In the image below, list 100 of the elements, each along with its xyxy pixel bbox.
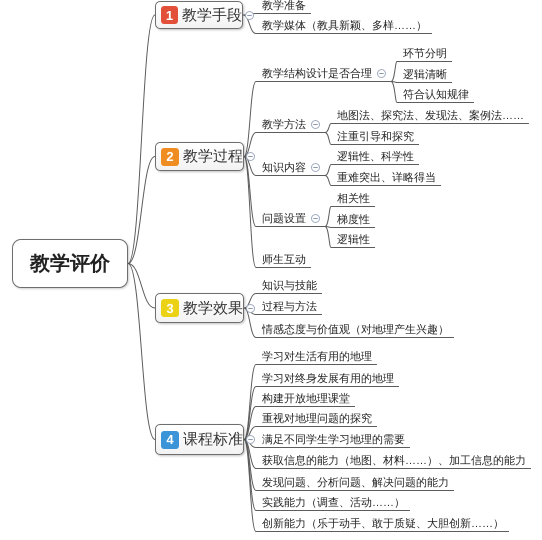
number-badge: 3 (161, 299, 179, 317)
branch-line (244, 439, 256, 469)
branch-title: 教学效果 (183, 300, 243, 316)
branch-line (244, 386, 256, 440)
branch-line (244, 156, 256, 227)
underlined-topic (331, 129, 419, 145)
underlined-topic (256, 371, 399, 387)
branch-line (244, 293, 256, 308)
topic-label: 教学结构设计是否合理 (262, 67, 372, 81)
underlined-topic (256, 278, 322, 294)
topic-label: 满足不同学生学习地理的需要 (262, 433, 405, 447)
branch-box (155, 293, 244, 323)
underlined-topic (256, 211, 325, 227)
topic-label: 师生互动 (262, 253, 306, 267)
underlined-topic (331, 149, 419, 165)
underlined-topic (256, 349, 377, 365)
topic-label: 问题设置 (262, 212, 306, 226)
number-badge: 1 (161, 6, 178, 24)
topic-label: 逻辑性、科学性 (337, 150, 414, 164)
branch-line (242, 13, 256, 16)
topic-label: 知识内容 (262, 161, 306, 175)
branch-line (242, 14, 256, 34)
topic-label: 实践能力（调查、活动……） (262, 496, 405, 510)
branch-title: 教学手段 (182, 8, 242, 22)
underlined-topic (331, 191, 375, 207)
branch-line (128, 263, 156, 308)
topic-label: 相关性 (337, 192, 370, 206)
topic-label: 获取信息的能力（地图、材料……）、加工信息的能力 (262, 454, 526, 468)
branch-title: 课程标准 (183, 432, 243, 447)
branch-line (244, 156, 256, 176)
underlined-topic (397, 67, 452, 83)
branch-line (244, 439, 256, 448)
topic-label: 创新能力（乐于动手、敢于质疑、大胆创新……） (262, 517, 504, 531)
topic-label: 环节分明 (403, 47, 447, 61)
topic-label: 地图法、探究法、发现法、案例法…… (337, 109, 524, 123)
topic-label: 重难突出、详略得当 (337, 171, 436, 185)
underlined-topic (256, 495, 410, 511)
branch-line (244, 439, 256, 491)
topic-label: 逻辑清晰 (403, 68, 447, 82)
underlined-topic (331, 212, 375, 228)
underlined-topic (397, 46, 452, 62)
number-badge: 2 (161, 148, 179, 166)
underlined-topic (256, 117, 325, 133)
underlined-topic (256, 411, 377, 427)
branch-box (155, 424, 244, 455)
central-topic-box (12, 239, 128, 288)
topic-label: 学习对终身发展有用的地理 (262, 372, 394, 386)
topic-label: 梯度性 (337, 213, 370, 227)
branch-line (128, 14, 156, 264)
branch-line (244, 364, 256, 440)
branch-line (128, 263, 156, 440)
underlined-topic (256, 453, 531, 469)
topic-label: 符合认知规律 (403, 88, 469, 102)
topic-label: 教学媒体（教具新颖、多样……） (262, 19, 427, 33)
topic-label: 情感态度与价值观（对地理产生兴趣） (262, 323, 449, 337)
topic-label: 知识与技能 (262, 279, 317, 293)
number-badge: 4 (161, 430, 179, 448)
underlined-topic (256, 432, 410, 448)
branch-line (324, 164, 332, 176)
topic-label: 发现问题、分析问题、解决问题的能力 (262, 476, 449, 490)
branch-line (324, 206, 332, 227)
topic-label: 过程与方法 (262, 300, 317, 314)
underlined-topic (397, 87, 474, 103)
branch-line (390, 61, 398, 82)
topic-label: 重视对地理问题的探究 (262, 412, 372, 426)
branch-line (244, 156, 256, 268)
branch-line (390, 81, 398, 103)
underlined-topic (331, 108, 529, 124)
topic-label: 构建开放地理课堂 (262, 392, 350, 406)
branch-line (244, 132, 256, 157)
branch-line (244, 308, 256, 338)
underlined-topic (256, 299, 322, 315)
topic-label: 逻辑性 (337, 233, 370, 247)
topic-label: 教学方法 (262, 118, 306, 132)
branch-line (244, 439, 256, 532)
underlined-topic (256, 475, 454, 491)
branch-line (324, 123, 332, 133)
branch-box (155, 1, 243, 29)
branch-line (390, 81, 398, 83)
branch-title: 教学过程 (183, 149, 243, 164)
branch-line (324, 226, 332, 248)
underlined-topic (256, 252, 311, 268)
branch-line (244, 426, 256, 440)
underlined-topic (256, 18, 432, 34)
underlined-topic (331, 232, 375, 248)
topic-label: 注重引导和探究 (337, 130, 414, 144)
underlined-topic (256, 516, 509, 532)
topic-label: 学习对生活有用的地理 (262, 350, 372, 364)
branch-line (324, 132, 332, 145)
central-topic-title: 教学评价 (30, 254, 110, 274)
underlined-topic (256, 322, 454, 338)
branch-line (324, 175, 332, 186)
underlined-topic (256, 66, 391, 82)
branch-line (128, 156, 156, 264)
underlined-topic (256, 391, 355, 407)
underlined-topic (256, 160, 325, 176)
branch-line (244, 406, 256, 440)
underlined-topic (331, 170, 441, 186)
branch-line (244, 308, 256, 315)
branch-line (244, 81, 256, 157)
